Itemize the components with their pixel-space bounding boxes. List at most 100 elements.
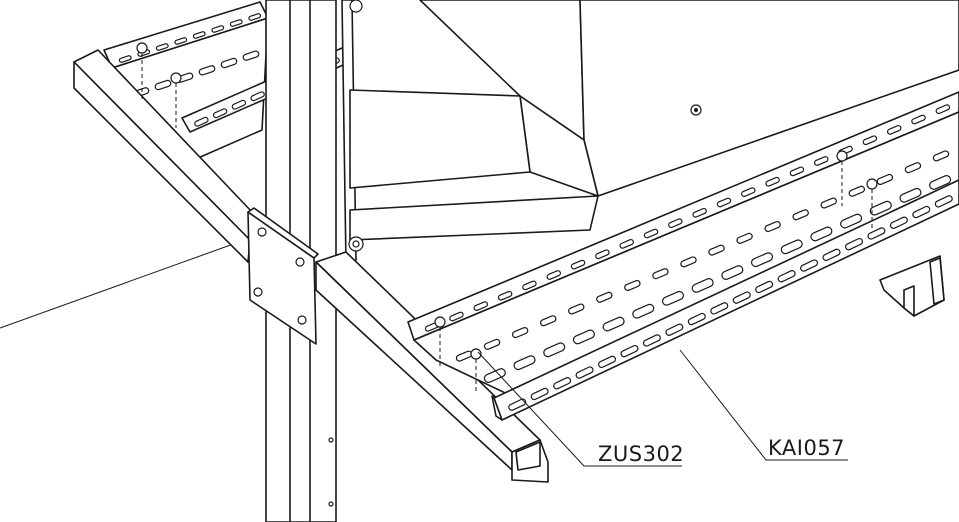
tray-slot xyxy=(473,301,489,311)
tray-slot xyxy=(911,114,926,125)
tray-slot xyxy=(598,355,617,369)
tray-slot xyxy=(862,135,878,146)
tray-slot xyxy=(899,187,922,203)
tray-slot xyxy=(449,311,464,322)
tray-slot xyxy=(814,156,829,166)
mounting-plate xyxy=(247,207,319,345)
tray-slot xyxy=(497,290,513,301)
tray-slot xyxy=(751,252,774,268)
support-channel-right xyxy=(879,255,945,317)
tray-slot xyxy=(572,329,595,345)
tray-slot xyxy=(886,125,902,135)
tray-slot xyxy=(624,279,641,291)
tray-slot xyxy=(513,355,536,371)
tray-slot xyxy=(174,37,188,45)
tray-slot xyxy=(229,19,243,27)
tray-slot xyxy=(934,195,953,208)
tray-slot xyxy=(543,342,566,358)
bolt-post xyxy=(348,0,364,252)
tray-slot xyxy=(680,256,697,268)
tray-slot xyxy=(154,79,172,91)
tray-slot xyxy=(869,200,892,216)
tray-slot xyxy=(546,270,561,280)
tray-slot xyxy=(800,259,819,272)
tray-slot xyxy=(668,218,683,229)
tray-slot xyxy=(848,185,866,197)
tray-slot xyxy=(935,104,951,115)
floor-line xyxy=(0,237,251,329)
callout-kai057: KAI057 xyxy=(768,436,845,460)
tray-slot xyxy=(483,338,501,350)
tray-slot xyxy=(595,249,610,260)
tray-slot xyxy=(248,13,262,21)
tray-slot xyxy=(708,244,725,256)
tray-slot xyxy=(889,216,908,229)
tray-slot xyxy=(810,226,833,242)
tray-slot xyxy=(198,65,216,76)
tray-slot xyxy=(692,207,707,218)
bolt-upper-left xyxy=(136,42,182,128)
tray-slot xyxy=(691,278,714,293)
tray-slot xyxy=(777,270,796,283)
tray-slot xyxy=(483,368,506,383)
tray-slot xyxy=(755,280,774,294)
equipment-cabinet xyxy=(349,0,959,241)
tray-slot xyxy=(220,57,238,69)
tray-slot xyxy=(522,280,537,291)
tray-slot xyxy=(721,265,744,280)
tray-slot xyxy=(632,303,655,319)
tray-slot xyxy=(553,377,572,390)
tray-slot xyxy=(867,227,886,240)
tray-slot xyxy=(568,303,585,315)
tray-slot xyxy=(792,209,809,221)
tray-slot xyxy=(736,232,753,244)
tray-slot xyxy=(155,43,169,51)
tray-slot xyxy=(192,31,206,39)
tray-slot xyxy=(764,221,781,233)
tray-slot xyxy=(539,315,557,327)
tray-slot xyxy=(212,108,228,119)
tray-slot xyxy=(642,334,661,347)
tray-slot xyxy=(822,248,841,262)
tray-slot xyxy=(665,323,684,336)
tray-slot xyxy=(716,197,732,208)
tray-slot xyxy=(194,116,209,127)
bolt-fasteners xyxy=(136,0,878,394)
tray-slot xyxy=(912,205,931,219)
tray-slot xyxy=(876,173,894,185)
tray-slot xyxy=(211,25,225,33)
tray-slot xyxy=(575,366,594,379)
tray-slot xyxy=(687,312,706,326)
tray-slot xyxy=(231,99,247,110)
tray-slot xyxy=(602,316,625,332)
tray-slot xyxy=(661,290,684,306)
tray-slot xyxy=(596,291,613,303)
tray-slot xyxy=(619,239,634,249)
tray-slot xyxy=(732,291,751,304)
bolt-main-left xyxy=(434,316,482,394)
tray-slot xyxy=(511,327,529,339)
tray-slot xyxy=(570,259,586,270)
tray-slot xyxy=(118,55,132,63)
tray-slot xyxy=(904,162,922,174)
tray-slot xyxy=(530,387,549,401)
leader-kai057 xyxy=(679,349,848,461)
tray-slot xyxy=(765,176,780,187)
leader-zus302 xyxy=(477,351,682,467)
tray-slot xyxy=(652,268,669,280)
tray-slot xyxy=(643,228,659,239)
tray-slot xyxy=(929,175,952,190)
tray-slot xyxy=(820,197,837,209)
tray-slot xyxy=(741,187,756,197)
tray-slot xyxy=(508,398,527,411)
cantilever-arm-left xyxy=(73,49,253,263)
tray-slot xyxy=(620,344,639,358)
cable-tray-main xyxy=(407,91,959,421)
bolt-main-right xyxy=(836,150,878,230)
tray-slot xyxy=(932,150,950,162)
tray-slot xyxy=(242,50,260,61)
tray-slot xyxy=(840,213,863,229)
tray-slot xyxy=(780,239,803,255)
tray-slot xyxy=(789,166,805,177)
